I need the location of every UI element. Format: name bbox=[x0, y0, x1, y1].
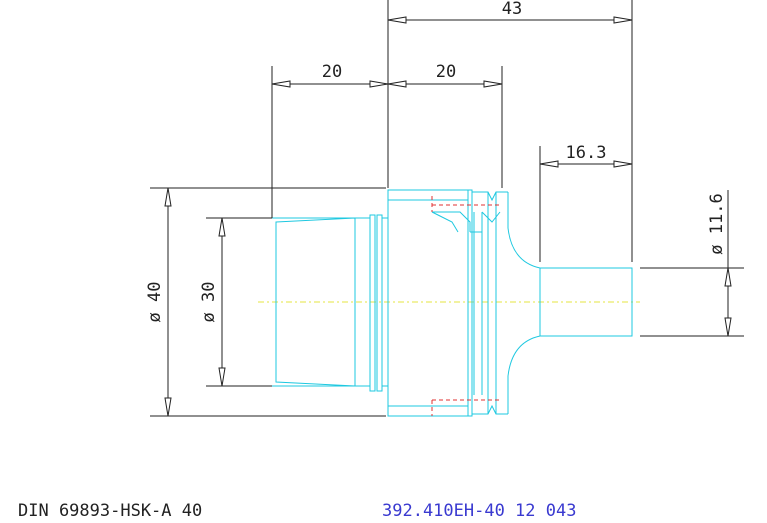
label-flange-right: 20 bbox=[436, 62, 456, 82]
dim-outer-diameter: ø 40 bbox=[145, 187, 386, 417]
dim-inner-diameter: ø 30 bbox=[199, 217, 272, 387]
label-flange-left: 20 bbox=[322, 62, 342, 82]
part-number-caption: 392.410EH-40 12 043 bbox=[382, 501, 576, 521]
label-shank-length: 16.3 bbox=[566, 143, 607, 163]
dim-shank-diameter: ø 11.6 bbox=[640, 190, 744, 337]
label-overall-length: 43 bbox=[502, 0, 522, 19]
dim-overall-length: 43 bbox=[387, 0, 633, 262]
label-shank-diameter: ø 11.6 bbox=[707, 193, 727, 254]
v-groove-top bbox=[472, 191, 508, 202]
taper-groove-1 bbox=[369, 214, 376, 392]
body-to-shank bbox=[507, 192, 633, 414]
taper-edges bbox=[272, 217, 370, 387]
v-groove-bottom bbox=[472, 404, 508, 415]
flange bbox=[387, 189, 469, 417]
label-outer-diameter: ø 40 bbox=[145, 282, 165, 323]
key-slot bbox=[432, 211, 471, 232]
standard-caption: DIN 69893-HSK-A 40 bbox=[18, 501, 202, 521]
hsk-holder-outline bbox=[272, 189, 633, 417]
dim-shank-length: 16.3 bbox=[539, 143, 633, 262]
dim-flange-lengths: 20 20 bbox=[271, 62, 503, 218]
taper-groove-2 bbox=[376, 214, 383, 392]
hidden-lines bbox=[431, 196, 500, 416]
label-inner-diameter: ø 30 bbox=[199, 282, 219, 323]
